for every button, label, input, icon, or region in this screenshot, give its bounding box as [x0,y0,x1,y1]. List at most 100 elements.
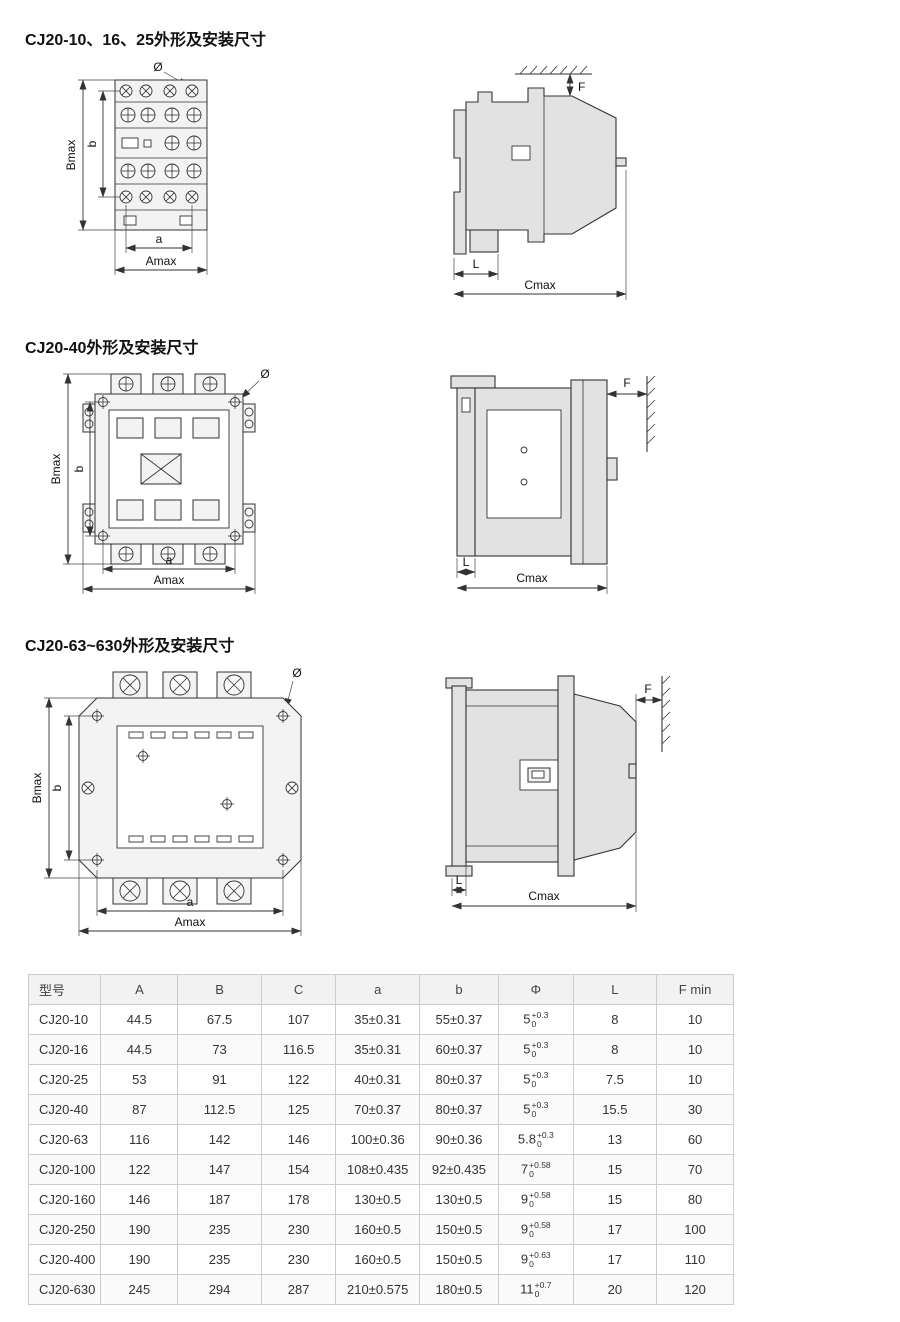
col-header-model: 型号 [27,974,102,1005]
col-header-fmin: F min [656,974,734,1005]
a-label: a [166,553,173,567]
cell-a: 100±0.36 [335,1124,420,1155]
cell-A: 87 [100,1094,179,1125]
cell-B: 294 [177,1274,262,1305]
cell-B: 142 [177,1124,262,1155]
phi-tolerance-upper: +0.58 [529,1219,551,1230]
cell-B: 73 [177,1034,262,1065]
cell-C: 107 [260,1004,337,1035]
cell-C: 146 [260,1124,337,1155]
cj20-10-front-view-drawing: Ø [64,60,208,275]
phi-base: 11 [520,1280,534,1296]
section-cj20-63-630: CJ20-63~630外形及安装尺寸 Ø [25,632,900,944]
l-label: L [456,873,463,887]
device-body [82,373,256,565]
dimension-lines: L Cmax [453,170,627,300]
cell-model: CJ20-630 [27,1274,102,1305]
cell-A: 44.5 [100,1004,179,1035]
cell-model: CJ20-40 [27,1094,102,1125]
phi-tolerance-lower: 0 [531,1078,537,1089]
cell-fmin: 110 [656,1244,734,1275]
cell-L: 17 [572,1244,658,1275]
cell-model: CJ20-250 [27,1214,102,1245]
cell-A: 116 [100,1124,179,1155]
cell-a: 35±0.31 [335,1004,420,1035]
device-body [450,375,618,565]
cell-fmin: 120 [656,1274,734,1305]
amax-label: Amax [154,573,185,587]
b-label: b [50,784,64,791]
table-row: CJ20-40 87 112.5 125 70±0.37 80±0.37 5+0… [27,1094,734,1125]
phi-base: 5 [523,1040,531,1056]
cell-fmin: 10 [656,1064,734,1095]
f-label: F [578,80,585,94]
bmax-label: Bmax [30,773,44,804]
table-row: CJ20-100 122 147 154 108±0.435 92±0.435 … [27,1154,734,1185]
cell-b: 90±0.36 [418,1124,499,1155]
cell-fmin: 100 [656,1214,734,1245]
cell-C: 230 [260,1244,337,1275]
cell-b: 150±0.5 [418,1214,499,1245]
table-row: CJ20-400 190 235 230 160±0.5 150±0.5 9+0… [27,1244,734,1275]
phi-base: 9 [520,1190,529,1206]
col-header-phi: Φ [497,974,574,1005]
cell-fmin: 30 [656,1094,734,1125]
cmax-label: Cmax [524,278,555,292]
dimension-lines: Bmax b a Amax [49,373,256,594]
phi-base: 5 [523,1070,531,1086]
cell-A: 53 [100,1064,179,1095]
table-row: CJ20-250 190 235 230 160±0.5 150±0.5 9+0… [27,1214,734,1245]
cell-b: 130±0.5 [418,1184,499,1215]
cell-L: 7.5 [572,1064,658,1095]
phi-tolerance-lower: 0 [529,1228,534,1239]
cell-b: 92±0.435 [418,1154,499,1185]
phi-tolerance-upper: +0.3 [531,1009,549,1020]
cell-model: CJ20-100 [27,1154,102,1185]
wall-hatch [646,375,656,452]
diameter-label: Ø [260,367,269,381]
drawing-row: Ø [25,366,900,606]
cell-L: 15 [572,1154,658,1185]
cell-C: 122 [260,1064,337,1095]
bmax-label: Bmax [49,454,63,485]
cj20-63-front-view-drawing: Ø Bmax [30,666,302,936]
cell-A: 190 [100,1214,179,1245]
cell-B: 235 [177,1214,262,1245]
table-row: CJ20-16 44.5 73 116.5 35±0.31 60±0.37 5+… [27,1034,734,1065]
cell-b: 150±0.5 [418,1244,499,1275]
phi-base: 9 [520,1250,529,1266]
device-body [114,79,208,231]
cell-model: CJ20-63 [27,1124,102,1155]
l-label: L [463,555,470,569]
col-header-b: b [418,974,499,1005]
col-header-A: A [100,974,179,1005]
bmax-label: Bmax [64,140,78,171]
cell-fmin: 60 [656,1124,734,1155]
b-label: b [72,465,86,472]
cell-L: 8 [572,1034,658,1065]
diameter-label: Ø [292,666,301,680]
table-body: CJ20-10 44.5 67.5 107 35±0.31 55±0.37 5+… [27,1004,734,1305]
drawing-row: Ø Bmax [25,664,900,944]
table-row: CJ20-10 44.5 67.5 107 35±0.31 55±0.37 5+… [27,1004,734,1035]
cell-model: CJ20-160 [27,1184,102,1215]
cell-C: 125 [260,1094,337,1125]
section-cj20-40: CJ20-40外形及安装尺寸 Ø [25,334,900,606]
cell-model: CJ20-10 [27,1004,102,1035]
dimension-lines: L Cmax [451,834,637,912]
cell-a: 160±0.5 [335,1244,420,1275]
cell-b: 80±0.37 [418,1064,499,1095]
cell-A: 146 [100,1184,179,1215]
